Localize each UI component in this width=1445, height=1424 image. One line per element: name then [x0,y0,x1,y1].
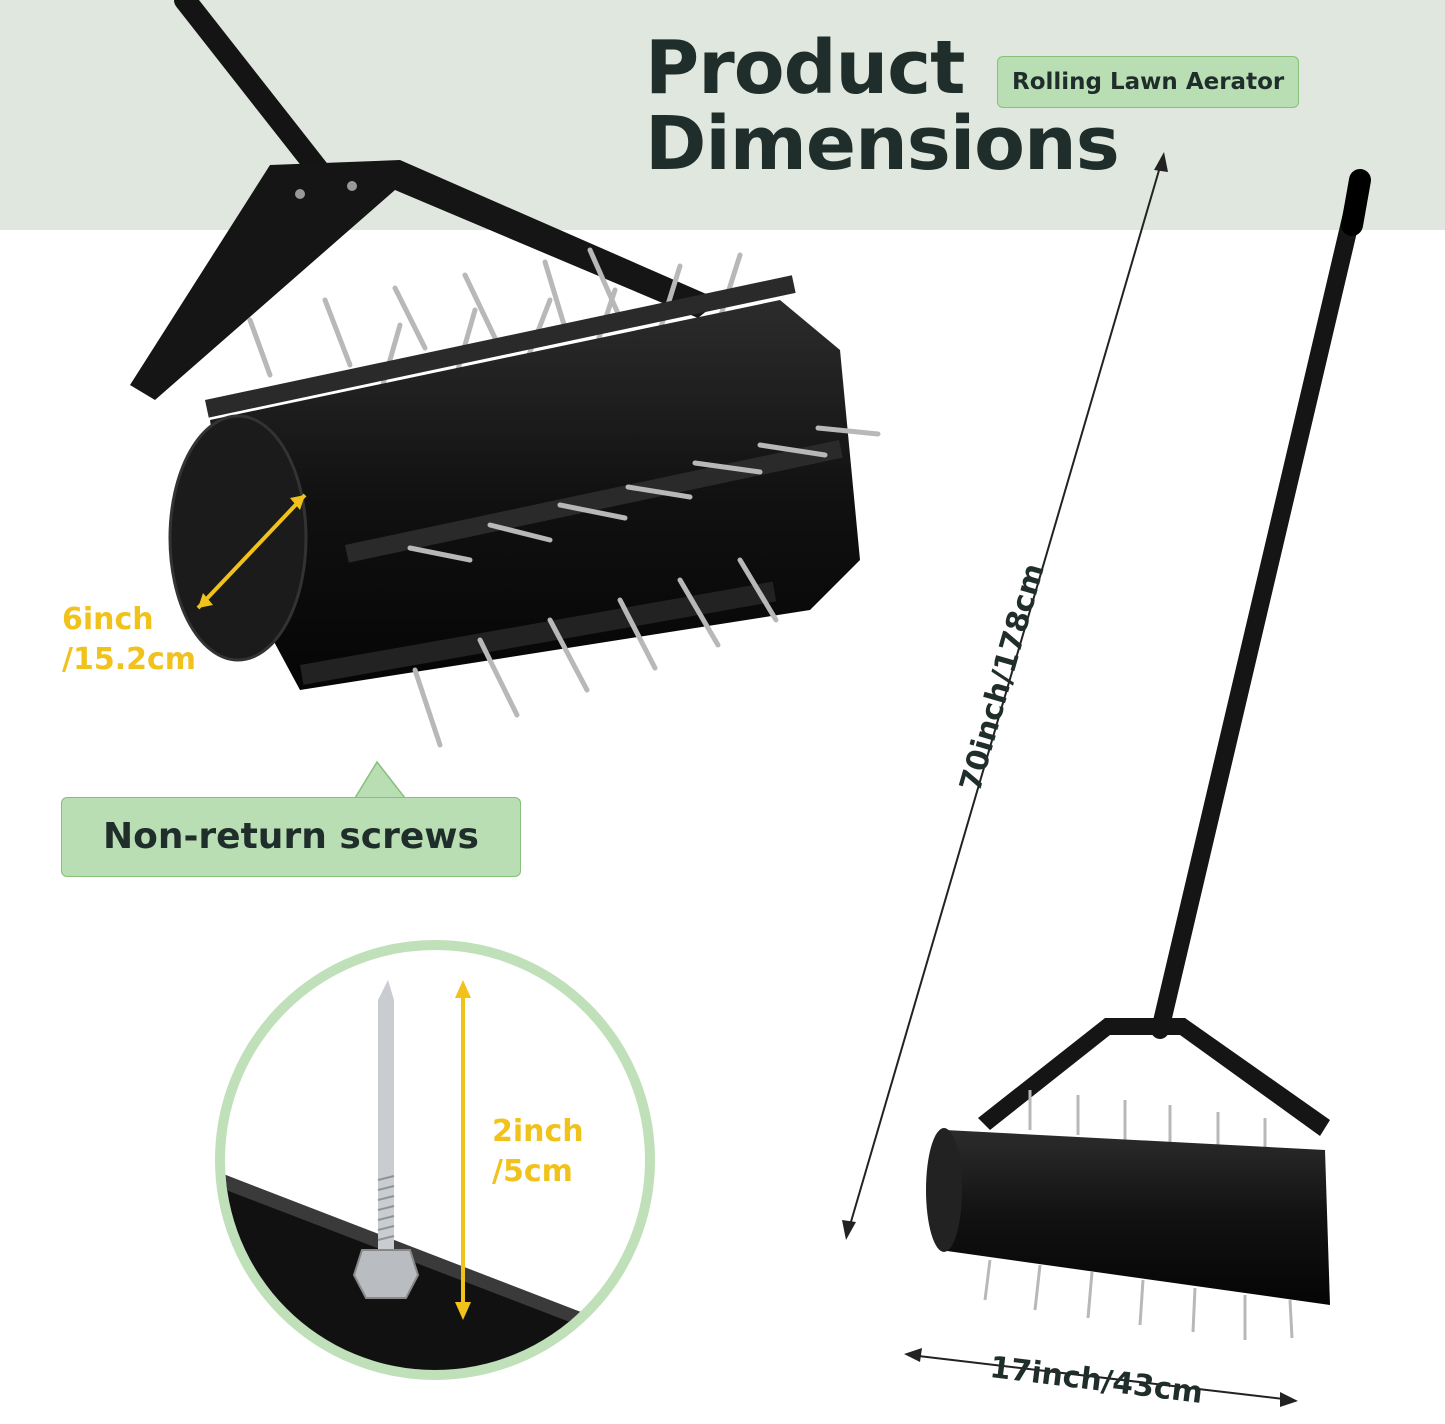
spike-length-inch: 2inch [492,1114,584,1149]
drum-diameter-label: 6inch /15.2cm [62,600,196,680]
spike-length-label: 2inch /5cm [492,1112,584,1192]
drum-diameter-inch: 6inch [62,602,154,637]
page-title: Product Dimensions [645,25,1120,187]
aerator-closeup [130,0,881,748]
width-dimension-line [904,1348,1298,1407]
spike-detail-circle [215,940,655,1380]
title-line-2: Dimensions [645,101,1120,187]
header-band [0,0,1445,230]
title-line-1: Product [645,25,965,111]
aerator-full-view [926,169,1371,1340]
drum-diameter-cm: /15.2cm [62,642,197,677]
callout-pointer [353,760,407,799]
height-dimension-line [842,152,1168,1240]
spike-length-cm: /5cm [492,1154,573,1189]
product-type-badge: Rolling Lawn Aerator [997,56,1300,108]
non-return-screws-callout: Non-return screws [61,797,521,877]
